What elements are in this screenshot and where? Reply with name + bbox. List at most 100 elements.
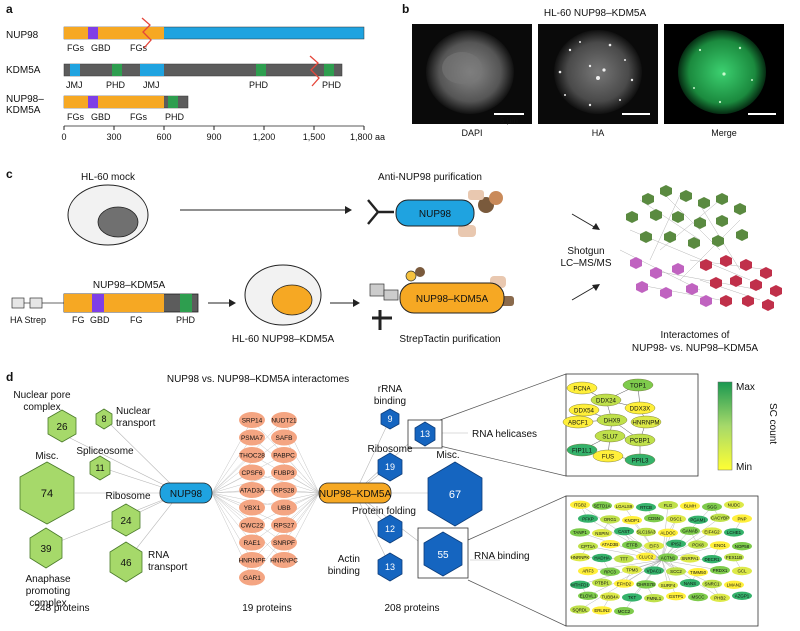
shared-protein-label: HNRNPC: [270, 558, 298, 565]
helicase-protein-node: FUS: [592, 449, 624, 463]
micrograph-label-dapi: DAPI: [461, 128, 482, 138]
scale-bar-label: 5 μm: [500, 116, 518, 125]
panel-letter-b: b: [402, 2, 409, 16]
helicase-protein-node: PPIL3: [624, 453, 656, 467]
rna-binding-protein-node: SGG: [702, 502, 722, 511]
rna-binding-protein-node: GSTP1: [666, 592, 686, 601]
aa-tick-label: 0: [61, 132, 66, 142]
fusion-bait-label: NUP98–KDM5A: [416, 294, 489, 305]
rna-binding-protein-label: NANS: [684, 581, 696, 586]
interactome-network-thumbnail: [619, 185, 782, 311]
rna-binding-protein-node: TANP1: [570, 528, 590, 537]
shared-protein-node: SRP14: [239, 412, 265, 428]
construct-fg-domain-1: [64, 294, 92, 312]
shared-protein-label: FUBP3: [274, 470, 295, 477]
rna-binding-protein-node: GANAB: [680, 526, 700, 535]
rna-binding-protein-node: CAST: [614, 527, 634, 536]
rna-binding-protein-label: PCK8: [692, 542, 704, 547]
colorbar-min-label: Min: [736, 462, 752, 473]
rna-binding-protein-node: DHRS7B: [636, 580, 656, 589]
rna-binding-protein-node: HADHA: [592, 553, 612, 563]
shared-protein-label: NUDT21: [271, 418, 297, 425]
rna-binding-protein-label: TIMM50: [690, 570, 707, 575]
helicase-protein-label: DDX54: [574, 407, 595, 414]
mock-label: HL-60 mock: [81, 172, 136, 183]
interactome-label-line1: Interactomes of: [661, 330, 730, 341]
helicase-protein-label: FUS: [602, 453, 614, 460]
kdm5a-phd-domain-2: [256, 64, 266, 76]
mock-nucleus: [97, 206, 139, 238]
shared-protein-label: RAE1: [244, 540, 261, 547]
helicase-protein-node: DDX24: [590, 393, 622, 407]
construct-label-fg-1: FG: [72, 315, 85, 325]
left-category-label: RNA: [148, 550, 169, 561]
rna-binding-protein-label: SCC2: [670, 569, 682, 574]
rna-binding-protein-node: DECR1: [702, 555, 722, 564]
antibody-icon: [367, 199, 394, 225]
rna-binding-protein-node: SCC2: [666, 567, 686, 576]
rna-binding-protein-label: ELOVL1: [580, 594, 597, 599]
rna-binding-protein-node: CACYBP: [710, 513, 730, 522]
rna-binding-protein-label: KNOP1: [625, 518, 640, 523]
rna-binding-protein-label: LCHE1: [727, 530, 742, 535]
fusion-fg-domain-2: [98, 96, 164, 108]
rna-binding-protein-node: HNRNPK: [570, 553, 590, 562]
svg-text:11: 11: [95, 463, 104, 473]
shared-protein-label: RPS27: [274, 523, 295, 530]
protein-name-fusion-line2: KDM5A: [6, 105, 41, 116]
svg-text:74: 74: [41, 488, 53, 500]
rna-binding-protein-node: TTT: [614, 554, 634, 563]
rna-binding-protein-label: AZGP1: [735, 594, 750, 599]
left-category-node: 46: [109, 541, 143, 583]
shared-protein-node: RPS27: [271, 517, 297, 533]
svg-text:13: 13: [420, 429, 430, 439]
rna-binding-protein-label: EIF3: [649, 544, 659, 549]
panel-letter-c: c: [6, 167, 13, 181]
left-category-label: Nuclear pore: [13, 390, 71, 401]
rna-binding-protein-node: ERLIN2: [592, 606, 612, 615]
right-category-node: 67: [427, 461, 483, 527]
construct-label-phd: PHD: [176, 315, 196, 325]
helicase-protein-label: PCBP1: [630, 437, 651, 444]
right-category-label: Protein folding: [352, 506, 416, 517]
rna-binding-protein-label: SNRPA1: [681, 556, 699, 561]
rna-binding-protein-node: PHB2: [710, 593, 730, 602]
nup98-domain-label-fgs-2: FGs: [130, 43, 147, 53]
shared-protein-label: SRP14: [242, 418, 263, 425]
rna-binding-protein-label: NSPIN: [595, 531, 608, 536]
rna-binding-protein-node: NUDC: [724, 500, 744, 509]
rna-binding-protein-node: CPT1A: [578, 542, 598, 551]
shared-protein-label: SNRPF: [273, 540, 295, 547]
rna-binding-protein-label: ALDOC: [660, 531, 675, 536]
rna-binding-protein-node: CD5N: [644, 514, 664, 523]
left-category-label: complex: [29, 598, 66, 609]
rna-binding-protein-label: TANP1: [573, 530, 587, 535]
micrograph-label-ha: HA: [592, 128, 605, 138]
fusion-domain-label-gbd: GBD: [91, 112, 111, 122]
rna-binding-protein-label: HADHA: [594, 556, 609, 561]
svg-text:26: 26: [56, 422, 68, 433]
rna-binding-protein-node: GCL: [732, 566, 752, 576]
rna-binding-protein-label: CLUC2: [639, 555, 654, 560]
protein-name-kdm5a: KDM5A: [6, 65, 41, 76]
helicase-protein-node: PCNA: [566, 381, 598, 395]
rna-binding-protein-node: ITGB2: [570, 500, 590, 509]
anti-nup98-label: Anti-NUP98 purification: [378, 172, 482, 183]
rna-binding-protein-label: TKT: [628, 595, 637, 600]
rna-binding-protein-node: ARF3: [578, 566, 598, 576]
aa-tick-label: 1,800 aa: [350, 132, 385, 142]
right-category-label: Ribosome: [367, 444, 412, 455]
rna-binding-protein-label: SLC16A3: [637, 530, 656, 535]
fusion-domain-label-fgs-1: FGs: [67, 112, 84, 122]
rna-binding-protein-node: SURF4: [658, 581, 678, 590]
rna-binding-protein-label: GSTP1: [669, 594, 684, 599]
shared-protein-node: SNRPF: [271, 534, 297, 551]
rna-binding-protein-label: EFHD2: [617, 581, 632, 586]
kdm5a-domain-label-phd-3: PHD: [322, 80, 342, 90]
left-category-label: Ribosome: [105, 491, 150, 502]
panel-letter-d: d: [6, 370, 13, 384]
svg-text:39: 39: [40, 544, 52, 555]
construct-label-fg-2: FG: [130, 315, 143, 325]
svg-text:67: 67: [449, 489, 461, 501]
